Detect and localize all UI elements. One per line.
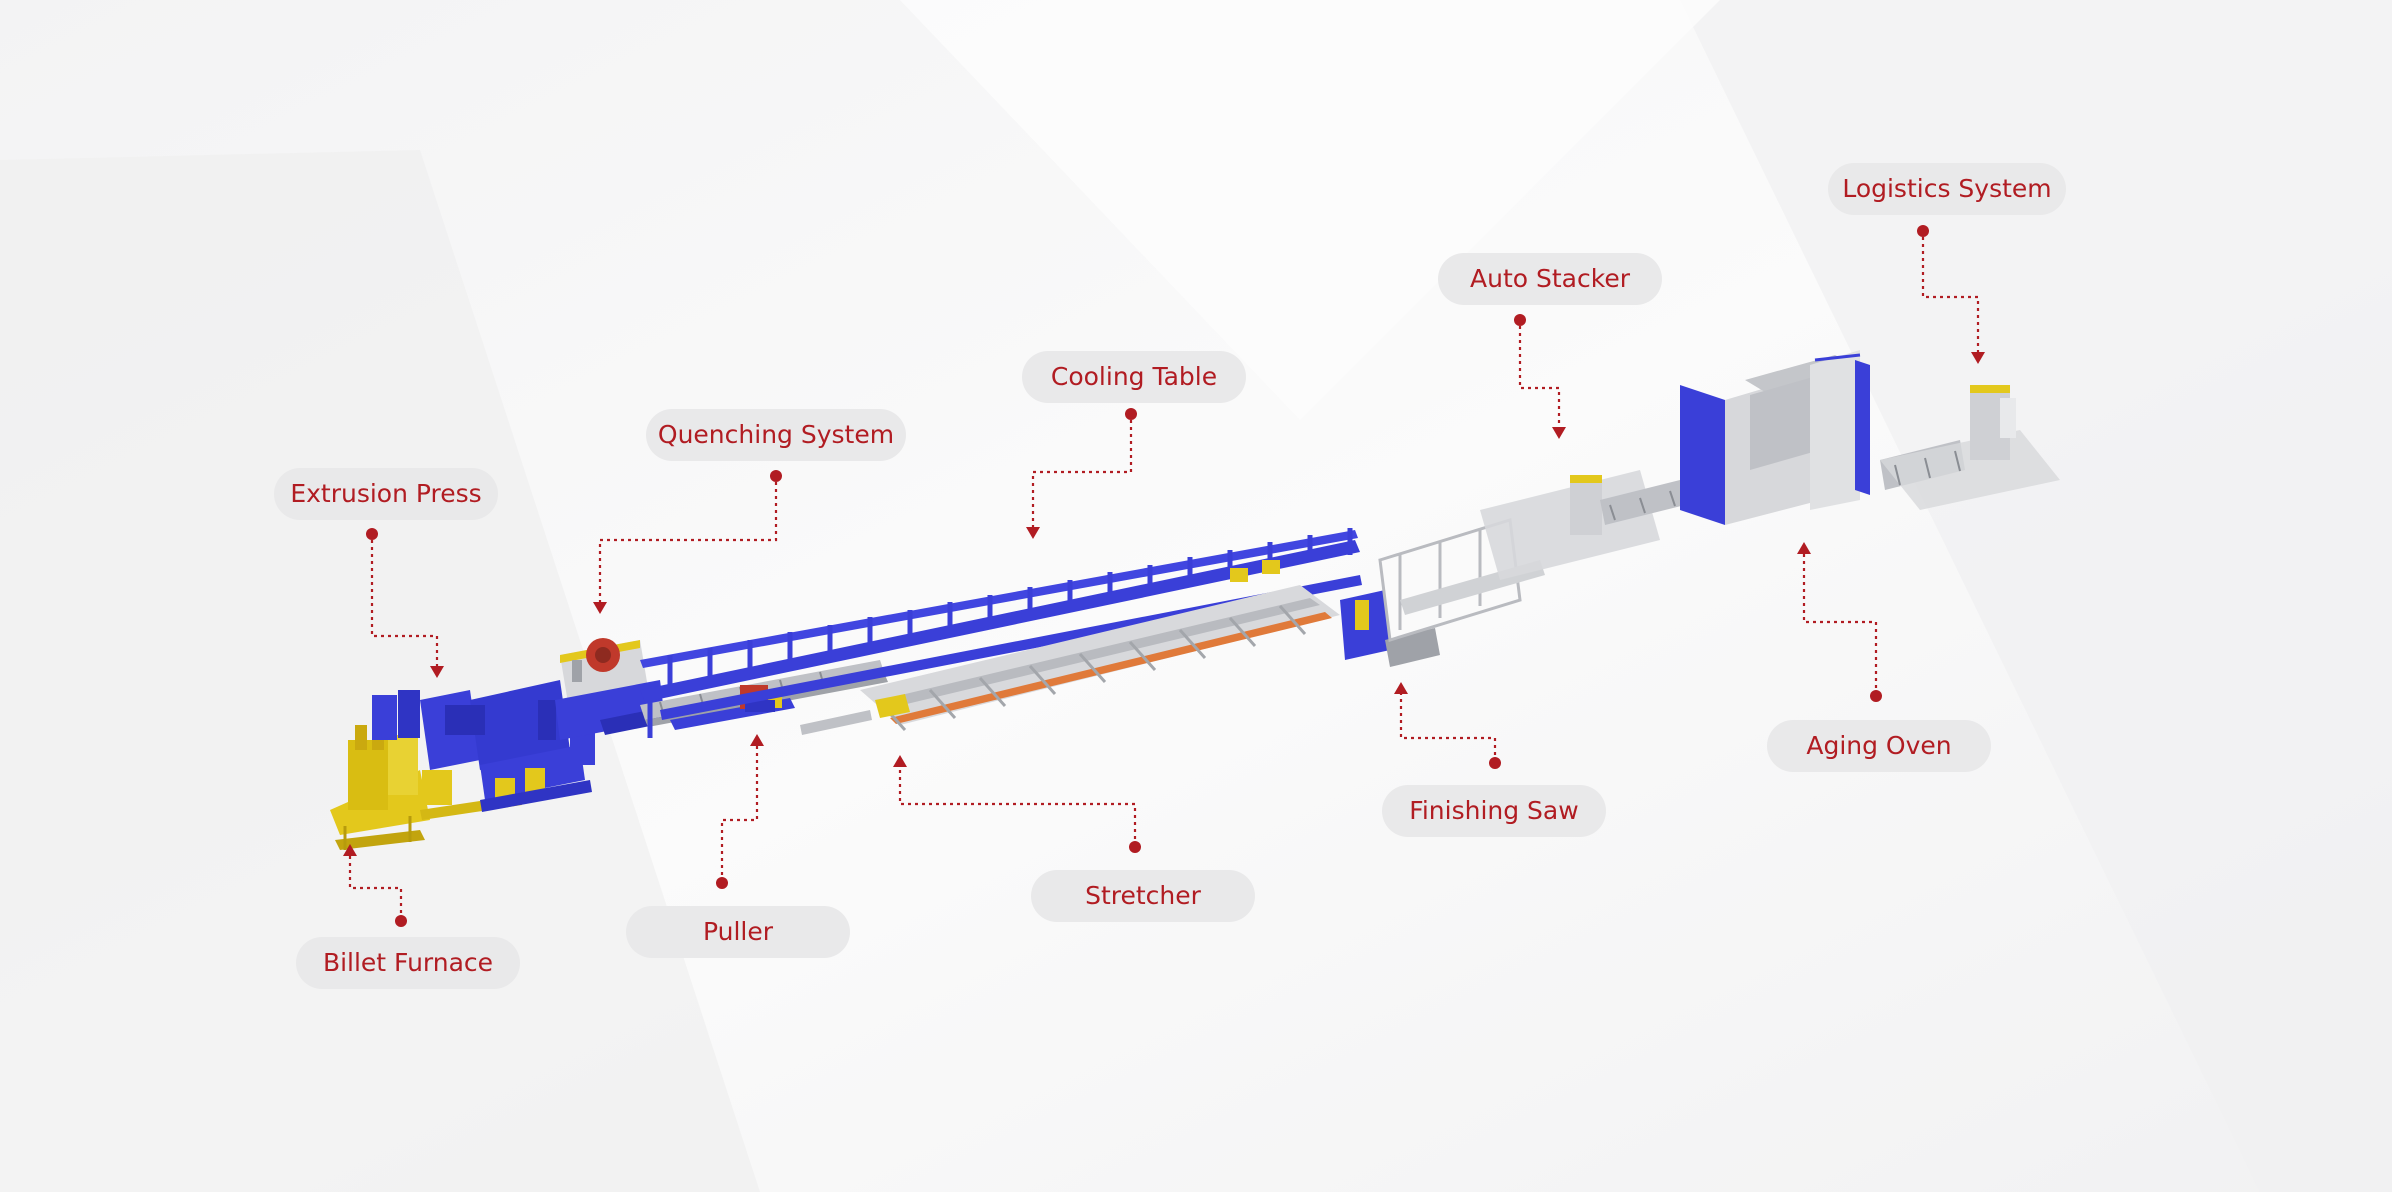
label-quenching-system: Quenching System bbox=[646, 409, 906, 461]
extrusion-press-machine bbox=[372, 680, 595, 812]
auto-stacker-machine bbox=[1480, 470, 1705, 580]
arrow-stretcher bbox=[893, 755, 907, 767]
leader-finishing-saw bbox=[1399, 692, 1497, 762]
bg-panel-top bbox=[900, 0, 1720, 420]
dot-stretcher bbox=[1129, 841, 1141, 853]
arrow-finishing-saw bbox=[1394, 682, 1408, 694]
leader-lines bbox=[348, 230, 1980, 920]
dot-billet-furnace bbox=[395, 915, 407, 927]
stretcher-machine bbox=[800, 694, 910, 735]
label-cooling-table: Cooling Table bbox=[1022, 351, 1246, 403]
leader-puller bbox=[720, 744, 759, 882]
label-logistics-system: Logistics System bbox=[1828, 163, 2066, 215]
bg-panel-right bbox=[1680, 0, 2392, 1192]
cooling-table-gantry bbox=[640, 528, 1362, 738]
dot-extrusion-press bbox=[366, 528, 378, 540]
label-billet-furnace: Billet Furnace bbox=[296, 937, 520, 989]
label-extrusion-press: Extrusion Press bbox=[274, 468, 498, 520]
dot-quenching-system bbox=[770, 470, 782, 482]
leader-dots bbox=[366, 225, 1929, 927]
leader-logistics-system bbox=[1921, 230, 1980, 354]
dot-logistics-system bbox=[1917, 225, 1929, 237]
dot-aging-oven bbox=[1870, 690, 1882, 702]
label-aging-oven: Aging Oven bbox=[1767, 720, 1991, 772]
label-puller: Puller bbox=[626, 906, 850, 958]
label-finishing-saw: Finishing Saw bbox=[1382, 785, 1606, 837]
arrow-puller bbox=[750, 734, 764, 746]
arrow-billet-furnace bbox=[343, 844, 357, 856]
cooling-table-bed bbox=[860, 560, 1340, 731]
leader-quenching-system bbox=[598, 475, 778, 604]
dot-finishing-saw bbox=[1489, 757, 1501, 769]
leader-billet-furnace bbox=[348, 854, 403, 920]
dot-auto-stacker bbox=[1514, 314, 1526, 326]
arrow-logistics-system bbox=[1971, 352, 1985, 364]
arrow-auto-stacker bbox=[1552, 427, 1566, 439]
leader-aging-oven bbox=[1802, 552, 1878, 695]
dot-cooling-table bbox=[1125, 408, 1137, 420]
billet-furnace-machine bbox=[330, 725, 522, 850]
arrow-quenching-system bbox=[593, 602, 607, 614]
leader-stretcher bbox=[898, 765, 1137, 846]
leader-extrusion-press bbox=[370, 533, 439, 668]
label-auto-stacker: Auto Stacker bbox=[1438, 253, 1662, 305]
bg-panel-left bbox=[0, 150, 760, 1192]
arrow-extrusion-press bbox=[430, 666, 444, 678]
leader-cooling-table bbox=[1031, 413, 1133, 529]
aging-oven-machine bbox=[1680, 350, 1870, 525]
leader-auto-stacker bbox=[1518, 319, 1561, 429]
leader-arrowheads bbox=[343, 352, 1985, 856]
dot-puller bbox=[716, 877, 728, 889]
arrow-cooling-table bbox=[1026, 527, 1040, 539]
quenching-system-machine bbox=[555, 638, 665, 740]
label-stretcher: Stretcher bbox=[1031, 870, 1255, 922]
logistics-system-machine bbox=[1880, 385, 2060, 510]
arrow-aging-oven bbox=[1797, 542, 1811, 554]
